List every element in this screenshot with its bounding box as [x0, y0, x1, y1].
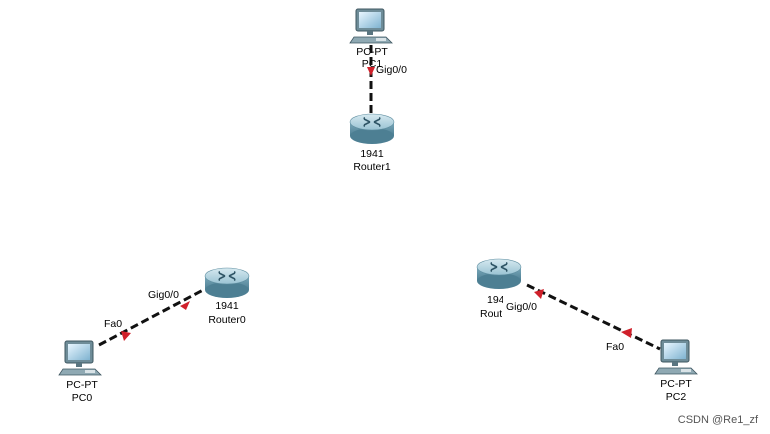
- router0-model-label: 1941: [215, 300, 239, 312]
- port-label-pc0: Fa0: [104, 318, 123, 330]
- link-status-indicator: [534, 289, 544, 299]
- watermark: CSDN @Re1_zf: [677, 414, 758, 426]
- router1-model-label: 1941: [360, 148, 384, 160]
- pc0-name-label: PC0: [71, 392, 93, 404]
- router2-model-label: 1941: [487, 294, 503, 306]
- router2-name-label: Router2: [480, 308, 502, 320]
- port-label-router0: Gig0/0: [148, 289, 179, 301]
- pc1-name-label: PC1: [361, 58, 383, 70]
- port-label-router2: Gig0/0: [506, 301, 537, 313]
- pc-icon[interactable]: [58, 340, 102, 376]
- pc2-model-label: PC-PT: [660, 378, 692, 390]
- pc0-model-label: PC-PT: [66, 379, 98, 391]
- link-pc2-router2[interactable]: [526, 283, 661, 351]
- router-icon[interactable]: [476, 258, 522, 290]
- port-label-pc1: Gig0/0: [376, 64, 407, 76]
- link-status-indicator: [621, 328, 632, 338]
- link-status-indicator: [121, 331, 131, 341]
- router1-name-label: Router1: [353, 161, 391, 173]
- router0-name-label: Router0: [208, 314, 246, 326]
- pc2-name-label: PC2: [665, 391, 687, 403]
- port-label-pc2: Fa0: [606, 341, 625, 353]
- link-pc0-router0[interactable]: [98, 287, 206, 347]
- router-icon[interactable]: [204, 267, 250, 299]
- link-status-indicator: [367, 67, 375, 76]
- pc-icon[interactable]: [654, 339, 698, 375]
- pc1-model-label: PC-PT: [356, 46, 388, 58]
- link-status-indicator: [180, 301, 190, 310]
- router-icon[interactable]: [349, 113, 395, 145]
- pc-icon[interactable]: [349, 8, 393, 44]
